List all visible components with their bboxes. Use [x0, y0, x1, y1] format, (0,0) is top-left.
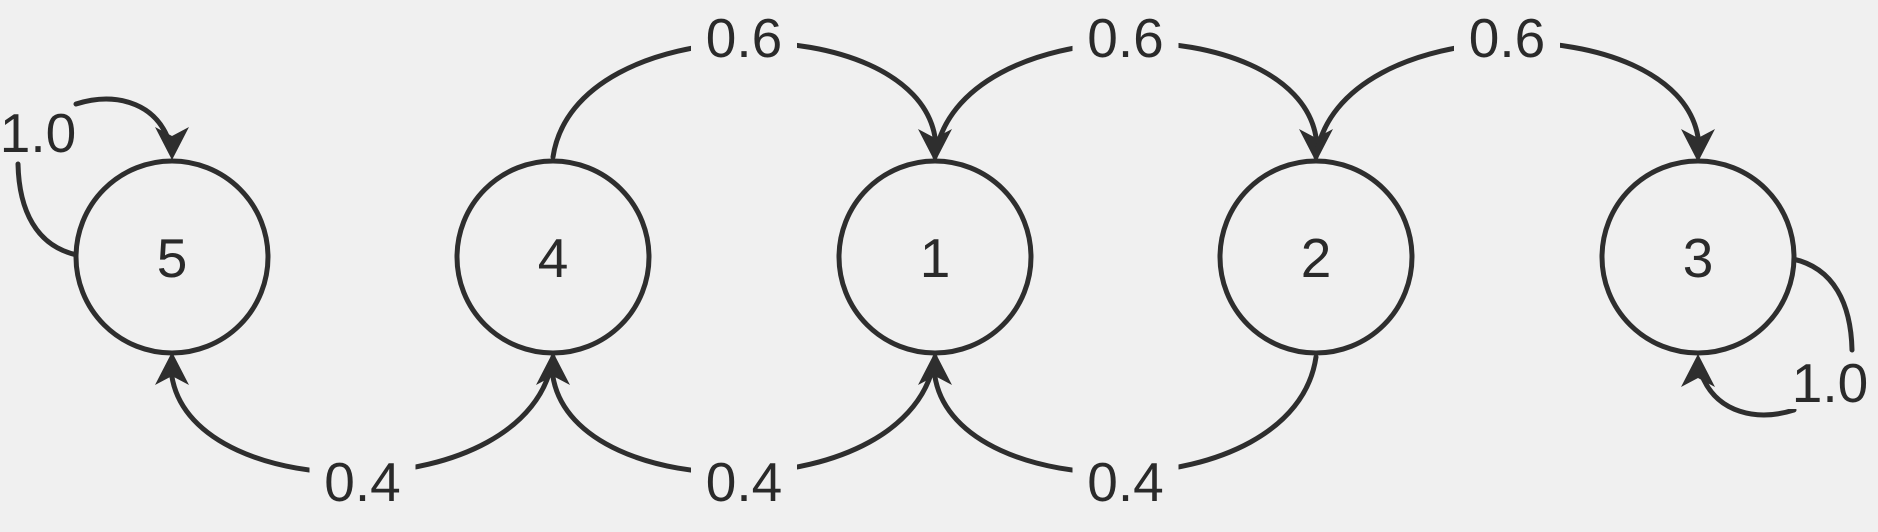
- state-node-4: [454, 158, 652, 356]
- edge-4-to-5-arrowhead: [155, 352, 189, 385]
- state-node-3: [1599, 158, 1797, 356]
- state-label-2: 2: [1301, 227, 1332, 289]
- edge-3-to-3-probability-label-gap: [1777, 357, 1878, 409]
- edge-5-to-5-in: [73, 96, 170, 139]
- edge-3-to-3-out: [1790, 256, 1855, 353]
- edge-2-to-1-arrowhead: [918, 352, 952, 385]
- state-label-5: 5: [157, 227, 188, 289]
- edge-2-to-3-probability-label: 0.6: [1469, 7, 1545, 69]
- edge-3-to-3-probability-label: 1.0: [1792, 352, 1868, 414]
- edge-1-to-4-probability-label: 0.4: [706, 451, 782, 513]
- edge-4-to-1-probability-label-gap: [691, 12, 797, 64]
- edge-2-to-3-probability-label-gap: [1454, 12, 1560, 64]
- state-label-3: 3: [1683, 227, 1714, 289]
- state-node-2: [1217, 158, 1415, 356]
- edge-1-to-4-arrowhead: [536, 352, 570, 385]
- edge-2-to-3-arrowhead: [1681, 129, 1715, 162]
- edge-1-to-2-probability-label-gap: [1072, 12, 1179, 64]
- edge-3-to-3-in: [1700, 375, 1797, 418]
- edge-3-to-3-arrowhead: [1681, 354, 1715, 387]
- state-label-1: 1: [920, 227, 951, 289]
- edge-1-to-4-probability-label-gap: [691, 456, 797, 508]
- state-node-5: [73, 158, 271, 356]
- edge-5-to-5-out: [15, 161, 80, 258]
- edge-5-to-5-probability-label: 1.0: [0, 102, 76, 164]
- edge-2-to-1-probability-label-gap: [1072, 456, 1179, 508]
- state-node-1: [836, 158, 1034, 356]
- edge-5-to-5-arrowhead: [155, 127, 189, 160]
- edge-5-to-5-probability-label-gap: [0, 107, 91, 159]
- state-label-4: 4: [538, 227, 569, 289]
- edge-1-to-2-probability-label: 0.6: [1087, 7, 1163, 69]
- edge-4-to-1-probability-label: 0.6: [706, 7, 782, 69]
- edge-4-to-5-probability-label: 0.4: [324, 451, 400, 513]
- edge-4-to-5-probability-label-gap: [309, 456, 416, 508]
- edge-2-to-1-probability-label: 0.4: [1087, 451, 1163, 513]
